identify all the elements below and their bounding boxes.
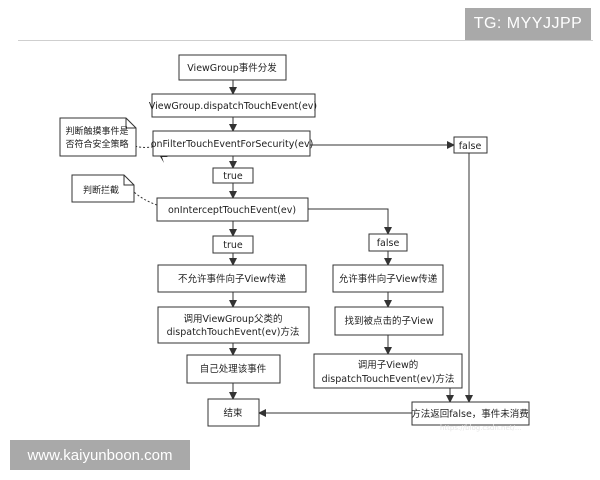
- label-end: 结束: [223, 407, 243, 419]
- label-nopass: 不允许事件向子View传递: [178, 273, 287, 285]
- box-false-1: [453, 136, 488, 154]
- box-true-1: [212, 167, 254, 184]
- label-intercept: onInterceptTouchEvent(ev): [168, 205, 296, 216]
- label-filter: onFilterTouchEventForSecurity(ev): [151, 139, 314, 150]
- box-allow: [332, 264, 444, 293]
- faint-watermark: https://blog.csdn.net/...: [440, 424, 522, 432]
- label-self: 自己处理该事件: [200, 363, 267, 375]
- box-find: [334, 306, 444, 336]
- note-intercept-fold: [123, 175, 134, 186]
- label-return: 方法返回false，事件未消费: [411, 408, 529, 420]
- label-false-1: false: [459, 141, 482, 152]
- connectors: [229, 80, 473, 417]
- label-false-2: false: [377, 238, 400, 249]
- note-security-fold: [125, 118, 136, 129]
- box-dispatch: [151, 93, 316, 118]
- note-security-line-2: 否符合安全策略: [65, 138, 128, 150]
- edge-intercept-false: [308, 208, 392, 235]
- boxes: [151, 54, 530, 427]
- notes: [59, 117, 137, 203]
- note-labels: 判断触摸事件是 否符合安全策略 判断拦截: [65, 125, 128, 196]
- labels: ViewGroup事件分发 ViewGroup.dispatchTouchEve…: [149, 62, 529, 420]
- label-find: 找到被点击的子View: [344, 315, 433, 327]
- box-return: [411, 401, 530, 426]
- label-callchild-2: dispatchTouchEvent(ev)方法: [322, 373, 455, 385]
- label-super-1: 调用ViewGroup父类的: [184, 313, 283, 325]
- box-intercept: [156, 197, 309, 222]
- note-security-line-1: 判断触摸事件是: [65, 125, 128, 137]
- bottom-watermark: www.kaiyunboon.com: [10, 440, 190, 470]
- note-intercept: [71, 174, 135, 203]
- box-start: [178, 54, 287, 81]
- box-end: [207, 398, 260, 427]
- box-false-2: [368, 233, 408, 252]
- box-callchild: [313, 353, 463, 389]
- box-super: [157, 306, 310, 344]
- note-leaders: [127, 142, 158, 206]
- label-dispatch: ViewGroup.dispatchTouchEvent(ev): [149, 101, 317, 112]
- box-filter: [152, 130, 311, 157]
- label-true-1: true: [223, 171, 243, 182]
- note-intercept-label: 判断拦截: [83, 184, 119, 196]
- leader-intercept: [133, 191, 158, 206]
- box-true-2: [212, 235, 254, 254]
- label-true-2: true: [223, 240, 243, 251]
- label-allow: 允许事件向子View传递: [339, 273, 438, 285]
- label-super-2: dispatchTouchEvent(ev)方法: [167, 326, 300, 338]
- divider: [18, 40, 593, 41]
- label-callchild-1: 调用子View的: [358, 359, 419, 371]
- note-security: [59, 117, 137, 157]
- top-watermark: TG: MYYJJPP: [465, 8, 591, 40]
- box-self: [186, 354, 281, 384]
- box-nopass: [157, 264, 307, 293]
- label-start: ViewGroup事件分发: [187, 62, 277, 74]
